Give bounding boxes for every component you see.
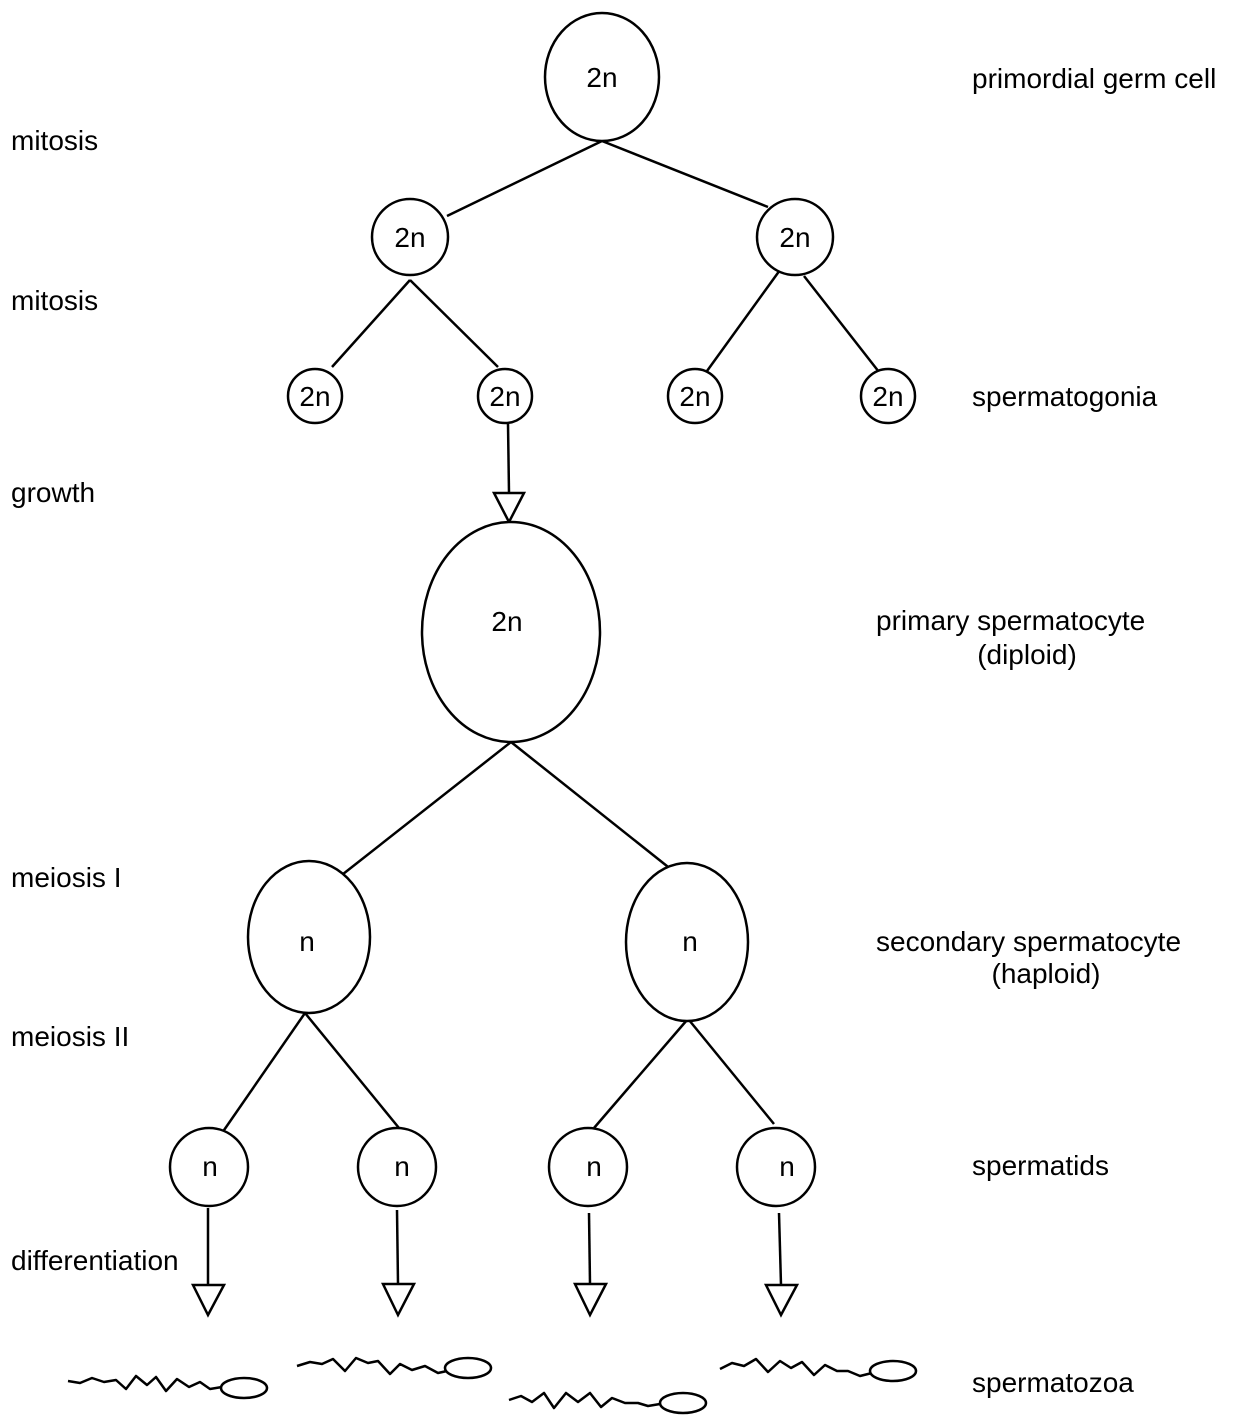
spermatid-1: n bbox=[168, 1126, 250, 1208]
cell-ploidy-label: n bbox=[586, 1151, 602, 1182]
line-primary-to-sec-right bbox=[510, 741, 683, 879]
cell-ploidy-label: 2n bbox=[679, 381, 710, 412]
spermatogonium-1: 2n bbox=[286, 367, 344, 425]
secondary-spermatocyte-left: n bbox=[246, 859, 372, 1015]
label-mitosis-2: mitosis bbox=[11, 285, 98, 316]
spermatid-4: n bbox=[735, 1126, 817, 1208]
spermatozoon-3 bbox=[508, 1391, 708, 1415]
cell-ploidy-label: n bbox=[779, 1151, 795, 1182]
label-secondary-spermatocyte-note: (haploid) bbox=[992, 958, 1101, 989]
sperm-head bbox=[658, 1391, 708, 1415]
sperm-tail bbox=[67, 1374, 223, 1393]
label-meiosis-1: meiosis I bbox=[11, 862, 121, 893]
diff-arrow-3-shaft bbox=[587, 1212, 592, 1285]
line-primary-to-sec-left bbox=[337, 741, 512, 879]
diff-arrow-1-head bbox=[190, 1283, 227, 1318]
line-sec-right-to-st3 bbox=[593, 1019, 688, 1129]
cell-ploidy-label: 2n bbox=[489, 381, 520, 412]
stage-labels: primordial germ cell spermatogonia prima… bbox=[876, 63, 1216, 1398]
diff-arrow-2-head bbox=[381, 1282, 417, 1318]
cell-ploidy-label: 2n bbox=[586, 62, 617, 93]
line-sec-left-to-st2 bbox=[304, 1012, 400, 1129]
spermatid-3: n bbox=[547, 1126, 629, 1208]
spermatogonium-4: 2n bbox=[859, 367, 917, 425]
label-spermatozoa: spermatozoa bbox=[972, 1367, 1134, 1398]
label-differentiation: differentiation bbox=[11, 1245, 179, 1276]
sperm-tail bbox=[296, 1356, 448, 1376]
sperm-head bbox=[219, 1376, 269, 1400]
secondary-spermatocyte-right: n bbox=[624, 861, 750, 1023]
spermatogonium-3: 2n bbox=[666, 367, 724, 425]
spermatogonium-2: 2n bbox=[476, 367, 534, 425]
diff-arrow-3-head bbox=[573, 1282, 609, 1318]
label-growth: growth bbox=[11, 477, 95, 508]
sperm-tail bbox=[508, 1391, 661, 1410]
cell-ploidy-label: 2n bbox=[299, 381, 330, 412]
line-right-to-sg4 bbox=[803, 275, 880, 373]
label-primary-spermatocyte-note: (diploid) bbox=[977, 639, 1077, 670]
arrows bbox=[190, 423, 800, 1318]
line-left-to-sg1 bbox=[331, 279, 411, 368]
line-sec-left-to-st1 bbox=[220, 1012, 307, 1134]
cell-ploidy-label: 2n bbox=[491, 606, 522, 637]
line-left-to-sg2 bbox=[409, 279, 499, 368]
cell-ploidy-label: n bbox=[202, 1151, 218, 1182]
label-primordial-germ-cell: primordial germ cell bbox=[972, 63, 1216, 94]
line-right-to-sg3 bbox=[705, 269, 782, 372]
lineage-lines bbox=[220, 139, 880, 1134]
sperm-head bbox=[868, 1359, 918, 1383]
diff-arrow-4-shaft bbox=[777, 1212, 783, 1286]
sperm-tail bbox=[719, 1357, 873, 1378]
sperm-head bbox=[443, 1356, 493, 1380]
spermatozoon-1 bbox=[67, 1374, 269, 1400]
cell-ploidy-label: 2n bbox=[779, 222, 810, 253]
label-primary-spermatocyte: primary spermatocyte bbox=[876, 605, 1145, 636]
process-labels: mitosis mitosis growth meiosis I meiosis… bbox=[11, 125, 179, 1276]
line-primordial-to-right bbox=[601, 139, 769, 209]
label-mitosis-1: mitosis bbox=[11, 125, 98, 156]
cell-ploidy-label: n bbox=[394, 1151, 410, 1182]
label-spermatogonia: spermatogonia bbox=[972, 381, 1158, 412]
spermatozoon-2 bbox=[296, 1356, 493, 1380]
diff-arrow-2-shaft bbox=[395, 1209, 400, 1285]
mitosis-daughter-right: 2n bbox=[755, 197, 835, 277]
spermatozoon-4 bbox=[719, 1357, 918, 1383]
label-spermatids: spermatids bbox=[972, 1150, 1109, 1181]
line-primordial-to-left bbox=[446, 139, 603, 218]
growth-arrow-head bbox=[491, 491, 527, 525]
cell-ploidy-label: n bbox=[299, 926, 315, 957]
label-meiosis-2: meiosis II bbox=[11, 1021, 129, 1052]
cell-ploidy-label: n bbox=[682, 926, 698, 957]
growth-arrow-shaft bbox=[506, 423, 511, 494]
cell-ploidy-label: 2n bbox=[872, 381, 903, 412]
primary-spermatocyte-cell: 2n bbox=[420, 520, 602, 744]
diff-arrow-4-head bbox=[763, 1283, 800, 1318]
label-secondary-spermatocyte: secondary spermatocyte bbox=[876, 926, 1181, 957]
spermatid-2: n bbox=[356, 1126, 438, 1208]
primordial-germ-cell: 2n bbox=[543, 11, 661, 143]
line-sec-right-to-st4 bbox=[688, 1019, 775, 1125]
cell-ploidy-label: 2n bbox=[394, 222, 425, 253]
mitosis-daughter-left: 2n bbox=[370, 197, 450, 277]
